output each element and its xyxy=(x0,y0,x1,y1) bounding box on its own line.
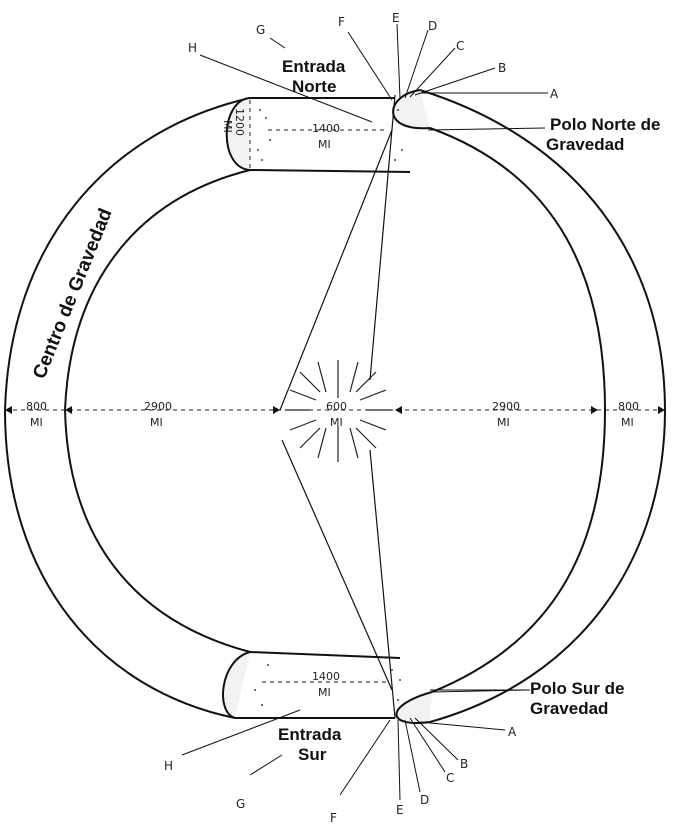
bottom-letter-h: H xyxy=(164,759,173,773)
opening-measures xyxy=(249,100,388,683)
core-value: 600 xyxy=(326,400,347,413)
north-entrance-line1: Entrada xyxy=(282,57,346,76)
north-entrance-line2: Norte xyxy=(292,77,336,96)
bottom-letter-g: G xyxy=(236,797,245,811)
shell-outline xyxy=(3,89,667,724)
interior-right-unit: MI xyxy=(497,416,510,429)
shell-right-value: 800 xyxy=(618,400,639,413)
core-unit: MI xyxy=(330,416,343,429)
south-pole-line1: Polo Sur de xyxy=(530,679,624,698)
top-letter-f: F xyxy=(338,15,345,29)
center-of-gravity-label: Centro de Gravedad xyxy=(29,206,117,382)
bottom-callout-lines xyxy=(181,689,530,801)
pole-pointers xyxy=(427,127,546,693)
bottom-letter-e: E xyxy=(396,803,404,817)
bottom-letters: A B C D E F G H xyxy=(164,725,517,825)
shell-left-value: 800 xyxy=(26,400,47,413)
interior-left-value: 2900 xyxy=(144,400,172,413)
bottom-letter-b: B xyxy=(460,757,468,771)
opening-bottom-unit: MI xyxy=(318,686,331,699)
south-entrance-line2: Sur xyxy=(298,745,327,764)
north-pole-line2: Gravedad xyxy=(546,135,624,154)
opening-height-value: 1200 xyxy=(233,108,246,136)
top-letter-a: A xyxy=(550,87,559,101)
sight-lines xyxy=(279,94,396,719)
south-pole-line2: Gravedad xyxy=(530,699,608,718)
bottom-letter-a: A xyxy=(508,725,517,739)
top-letter-g: G xyxy=(256,23,265,37)
interior-left-unit: MI xyxy=(150,416,163,429)
shell-left-unit: MI xyxy=(30,416,43,429)
north-pole-line1: Polo Norte de xyxy=(550,115,661,134)
horizontal-ticks xyxy=(5,406,665,414)
bottom-letter-d: D xyxy=(420,793,429,807)
top-letter-h: H xyxy=(188,41,197,55)
opening-bottom-value: 1400 xyxy=(312,670,340,683)
central-sun-icon xyxy=(285,360,392,462)
top-letters: A B C D E F G H xyxy=(188,11,559,101)
interior-right-value: 2900 xyxy=(492,400,520,413)
stipple-shading xyxy=(254,109,403,706)
opening-height-unit: MI xyxy=(221,120,234,133)
bottom-letter-c: C xyxy=(446,771,454,785)
top-callout-lines xyxy=(199,23,548,123)
bottom-letter-f: F xyxy=(330,811,337,825)
measurement-labels: 800 MI 2900 MI 600 MI 2900 MI 800 MI 140… xyxy=(26,108,639,699)
top-letter-e: E xyxy=(392,11,400,25)
shell-right-unit: MI xyxy=(621,416,634,429)
top-letter-c: C xyxy=(456,39,464,53)
south-entrance-line1: Entrada xyxy=(278,725,342,744)
opening-top-unit: MI xyxy=(318,138,331,151)
top-letter-d: D xyxy=(428,19,437,33)
opening-top-value: 1400 xyxy=(312,122,340,135)
top-letter-b: B xyxy=(498,61,506,75)
